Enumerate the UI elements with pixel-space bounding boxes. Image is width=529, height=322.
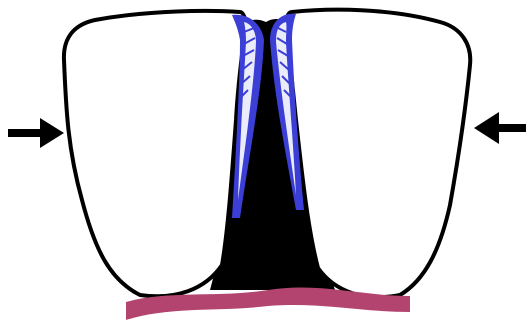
left-arrow-icon — [8, 118, 64, 148]
left-tooth-crown — [64, 11, 246, 296]
right-tooth-crown — [286, 10, 470, 297]
right-arrow-icon — [474, 112, 526, 144]
